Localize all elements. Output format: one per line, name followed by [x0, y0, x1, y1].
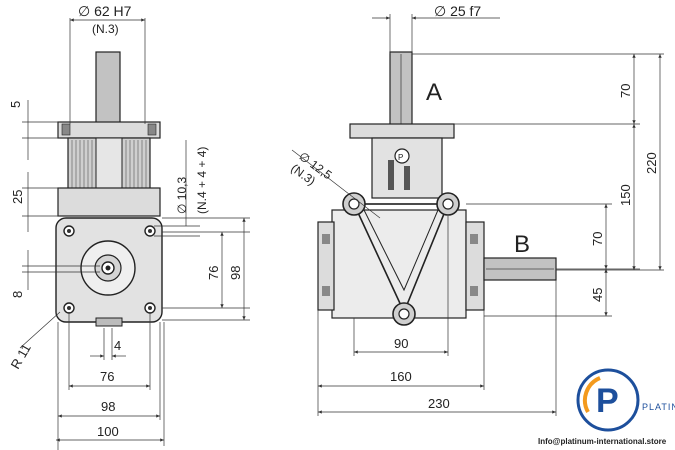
width-90-label: 90	[394, 336, 408, 351]
side-upper-flange	[349, 123, 455, 139]
height-98-label: 98	[228, 266, 243, 280]
side-view: P	[288, 3, 664, 416]
dim-70-mid-label: 70	[590, 232, 605, 246]
holes-diameter-label: ∅ 10,3	[175, 177, 189, 214]
width-230-label: 230	[428, 396, 450, 411]
front-lower-flange	[57, 187, 161, 217]
dim-4-label: 4	[114, 338, 121, 353]
side-shaft-diameter-label: ∅ 25 f7	[434, 3, 481, 19]
svg-text:P: P	[398, 153, 403, 162]
label-a: A	[426, 79, 442, 106]
front-shaft-diameter-label: ∅ 62 H7	[78, 3, 132, 19]
logo-letter: P	[596, 382, 619, 420]
front-bolt-holes	[63, 225, 156, 314]
logo-email-text: Info@platinum-international.store	[538, 437, 667, 446]
dim-220-label: 220	[644, 152, 659, 174]
holes-note-label: (N.4 + 4 + 4)	[195, 147, 209, 214]
logo-circle	[576, 368, 640, 432]
dim-8-label: 8	[10, 291, 25, 298]
front-shaft-note-label: (N.3)	[92, 22, 119, 36]
width-98-label: 98	[101, 399, 115, 414]
brand-logo: P PLATINUM Info@platinum-international.s…	[538, 368, 675, 446]
width-160-label: 160	[390, 369, 412, 384]
dim-25-label: 25	[10, 190, 25, 204]
front-view: ∅ 62 H7 (N.3) 5 25 8 R 11 4 76 98 100 76…	[8, 3, 250, 450]
logo-brand-text: PLATINUM	[642, 402, 675, 412]
width-100-label: 100	[97, 424, 119, 439]
width-76-label: 76	[100, 369, 114, 384]
label-b: B	[514, 231, 530, 258]
dim-5-label: 5	[8, 101, 23, 108]
dim-70-top-label: 70	[618, 84, 633, 98]
dim-45-label: 45	[590, 288, 605, 302]
front-flange	[57, 121, 161, 139]
side-mounting-holes	[342, 192, 460, 326]
dim-150-label: 150	[618, 184, 633, 206]
front-shaft	[95, 51, 121, 125]
height-76-label: 76	[206, 266, 221, 280]
radius-label: R 11	[8, 341, 34, 371]
